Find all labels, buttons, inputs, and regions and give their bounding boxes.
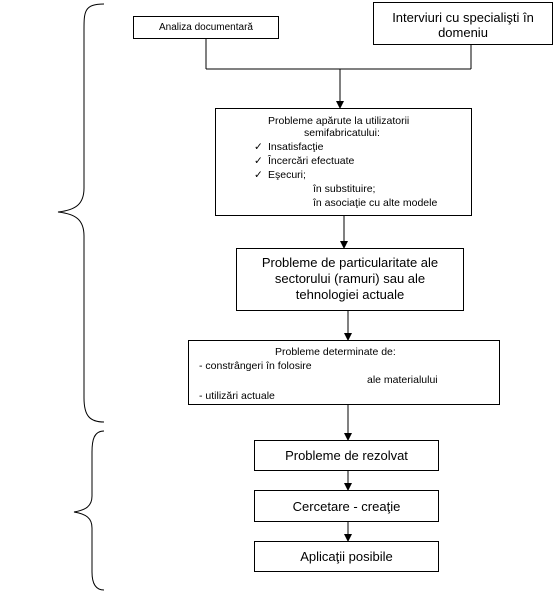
probleme-util-title2: semifabricatului: — [304, 127, 380, 139]
probleme-util-title1: Probleme apărute la utilizatorii — [268, 115, 410, 127]
box-probleme-utilizatori: Probleme apărute la utilizatorii semifab… — [215, 108, 472, 216]
item-incercari: Încercări efectuate — [268, 155, 355, 167]
checkmark-icon: ✓ — [254, 169, 263, 181]
rezolvat-label: Probleme de rezolvat — [285, 448, 408, 463]
box-interviuri: Interviuri cu specialişti în domeniu — [373, 2, 553, 45]
cercetare-label: Cercetare - creaţie — [292, 498, 401, 514]
list-item: ✓ Insatisfacţie — [254, 141, 323, 153]
left-brace-upper — [57, 3, 105, 423]
list-item: ✓ Încercări efectuate — [254, 155, 354, 167]
box-particularitate: Probleme de particularitate ale sectorul… — [236, 248, 464, 311]
item-esecuri: Eşecuri; — [268, 169, 306, 181]
determinate-title: Probleme determinate de: — [275, 346, 396, 358]
left-brace-lower — [73, 430, 105, 591]
determinate-item1: - constrângeri în folosire — [199, 360, 312, 372]
subitem-substituire: în substituire; — [313, 183, 376, 195]
subitem-asociatie: în asociaţie cu alte modele — [313, 197, 438, 209]
particularitate-line2: sectorului (ramuri) sau ale — [274, 271, 426, 286]
box-cercetare: Cercetare - creaţie — [254, 490, 439, 522]
item-insatisfactie: Insatisfacţie — [268, 141, 324, 153]
box-aplicatii: Aplicaţii posibile — [254, 541, 439, 572]
interviuri-line2: domeniu — [438, 25, 488, 40]
box-rezolvat: Probleme de rezolvat — [254, 440, 439, 471]
aplicatii-label: Aplicaţii posibile — [300, 549, 393, 564]
particularitate-line3: tehnologiei actuale — [295, 287, 405, 302]
box-analiza-documentara: Analiza documentară — [133, 16, 279, 39]
list-item: ✓ Eşecuri; — [254, 169, 306, 181]
determinate-item2: - utilizări actuale — [199, 390, 275, 402]
particularitate-line1: Probleme de particularitate ale — [261, 255, 439, 270]
interviuri-line1: Interviuri cu specialişti în — [392, 10, 534, 25]
determinate-side-label: ale materialului — [367, 374, 438, 386]
checkmark-icon: ✓ — [254, 155, 263, 167]
checkmark-icon: ✓ — [254, 141, 263, 153]
analiza-label: Analiza documentară — [159, 22, 253, 33]
box-determinate: Probleme determinate de: - constrângeri … — [188, 340, 500, 405]
